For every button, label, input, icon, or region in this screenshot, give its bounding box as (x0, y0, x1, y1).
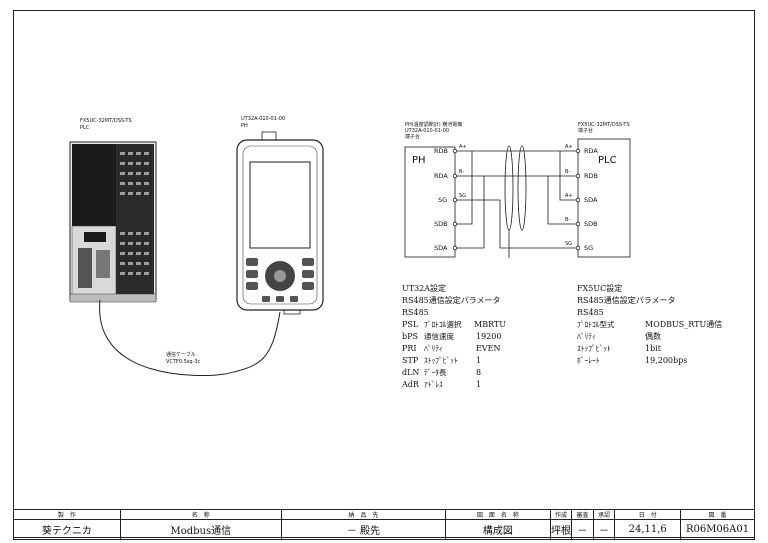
ut-param-code: dLN (402, 368, 420, 377)
right-terminal-label: SDB (584, 220, 598, 228)
cable-name-label: 通信ケーブル (166, 352, 196, 358)
ut-settings-title: UT32A設定 (402, 284, 447, 293)
right-pin-label: A+ (565, 144, 573, 150)
fx-param-value: 偶数 (645, 332, 661, 341)
left-terminal-label: SDB (434, 220, 448, 228)
ut-param-code: AdR (402, 380, 419, 389)
fx-settings-interface: RS485 (577, 308, 604, 317)
ut-param-name: ﾊﾟﾘﾃｨ (424, 344, 443, 353)
author-cell: 坪根 (549, 519, 573, 540)
wiring-diagram (404, 138, 631, 258)
left-pin-label: B- (459, 169, 465, 175)
wiring-left-sub: 端子台 (405, 134, 421, 140)
plc-unit-image (69, 141, 157, 303)
wiring-right-title: FX5UC-32MT/DSS-TS (578, 122, 630, 128)
title-block-header: 図 番 (680, 509, 755, 520)
approver-cell: － (592, 519, 616, 540)
ut-param-value: 8 (476, 368, 482, 377)
drawing-name-cell: Modbus通信 (119, 519, 282, 540)
title-block-header: 図 面 名 称 (445, 509, 551, 520)
right-terminal-label: SDA (584, 196, 598, 204)
ut-param-value: 19200 (476, 332, 502, 341)
wiring-left-model: UT32A-010-01-00 (405, 128, 450, 134)
title-block: 製 作 名 称 納 品 先 図 面 名 称 作成 審査 承認 日 付 図 番 葵… (13, 509, 755, 540)
fx-param-value: 19,200bps (645, 356, 688, 365)
title-block-header: 承認 (592, 509, 616, 520)
ut-settings-subtitle: RS485通信設定パラメータ (402, 296, 501, 305)
right-pin-label: B- (565, 217, 571, 223)
ut-param-name: ﾃﾞｰﾀ長 (424, 368, 447, 377)
right-terminal-label: RDA (584, 147, 598, 155)
ut-param-code: bPS (402, 332, 418, 341)
right-pin-label: SG (565, 241, 573, 247)
title-block-header: 名 称 (119, 509, 282, 520)
plc-model-label: FX5UC-32MT/DSS-TS (80, 118, 132, 124)
wiring-right-device: PLC (598, 155, 617, 166)
fx-settings-subtitle: RS485通信設定パラメータ (577, 296, 676, 305)
title-block-header: 審査 (571, 509, 594, 520)
wiring-left-device: PH (412, 155, 426, 166)
ut-param-value: 1 (476, 380, 482, 389)
fx-param-name: ﾎﾞｰﾚｰﾄ (577, 356, 600, 365)
left-pin-label: A+ (459, 144, 467, 150)
left-terminal-label: RDB (434, 147, 448, 155)
fx-settings-title: FX5UC設定 (577, 284, 623, 293)
fx-param-value: MODBUS_RTU通信 (645, 320, 723, 329)
ut-param-value: MBRTU (474, 320, 507, 329)
drawing-title-cell: 構成図 (445, 519, 551, 540)
ut-settings-interface: RS485 (402, 308, 429, 317)
right-pin-label: A+ (565, 193, 573, 199)
fx-param-name: ﾌﾟﾛﾄｺﾙ型式 (577, 320, 615, 329)
manufacturer-cell: 葵テクニカ (13, 519, 121, 540)
reviewer-cell: － (571, 519, 594, 540)
right-pin-label: B- (565, 169, 571, 175)
communication-cable (99, 299, 281, 377)
ut-param-name: ﾌﾟﾛﾄｺﾙ選択 (424, 320, 462, 329)
ut-param-code: STP (402, 356, 419, 365)
date-cell: 24,11,6 (614, 519, 682, 540)
right-terminal-label: SG (584, 244, 594, 252)
ut-param-name: ｱﾄﾞﾚｽ (424, 380, 443, 389)
left-terminal-label: SG (438, 196, 448, 204)
drawing-number-cell: R06M06A01 (680, 519, 755, 540)
ut-param-value: 1 (476, 356, 482, 365)
title-block-header: 作成 (549, 509, 573, 520)
ut-param-code: PRI (402, 344, 417, 353)
right-terminal-label: RDB (584, 172, 598, 180)
left-terminal-label: RDA (434, 172, 448, 180)
fx-param-name: ﾊﾟﾘﾃｨ (577, 332, 596, 341)
ut-param-name: ｽﾄｯﾌﾟﾋﾞｯﾄ (424, 356, 458, 365)
wiring-right-sub: 端子台 (578, 128, 594, 134)
ut32a-controller-image (236, 131, 324, 315)
title-block-header: 製 作 (13, 509, 121, 520)
fx-param-value: 1bit (645, 344, 661, 353)
wiring-left-title: PH(温度調節計) 横河電機 (405, 122, 463, 128)
delivery-cell: － 殿先 (280, 519, 447, 540)
title-block-header: 日 付 (614, 509, 682, 520)
cable-spec-label: VCTF0.5sq-3c (166, 359, 201, 365)
ut-param-code: PSL (402, 320, 419, 329)
plc-role-label: PLC (80, 125, 90, 131)
left-terminal-label: SDA (434, 244, 448, 252)
left-pin-label: SG (459, 193, 467, 199)
ut-param-name: 通信速度 (424, 332, 454, 341)
ut-param-value: EVEN (476, 344, 501, 353)
fx-param-name: ｽﾄｯﾌﾟﾋﾞｯﾄ (577, 344, 611, 353)
title-block-header: 納 品 先 (280, 509, 447, 520)
ph-role-label: PH (241, 123, 248, 129)
ph-model-label: UT32A-010-01-00 (241, 116, 286, 122)
